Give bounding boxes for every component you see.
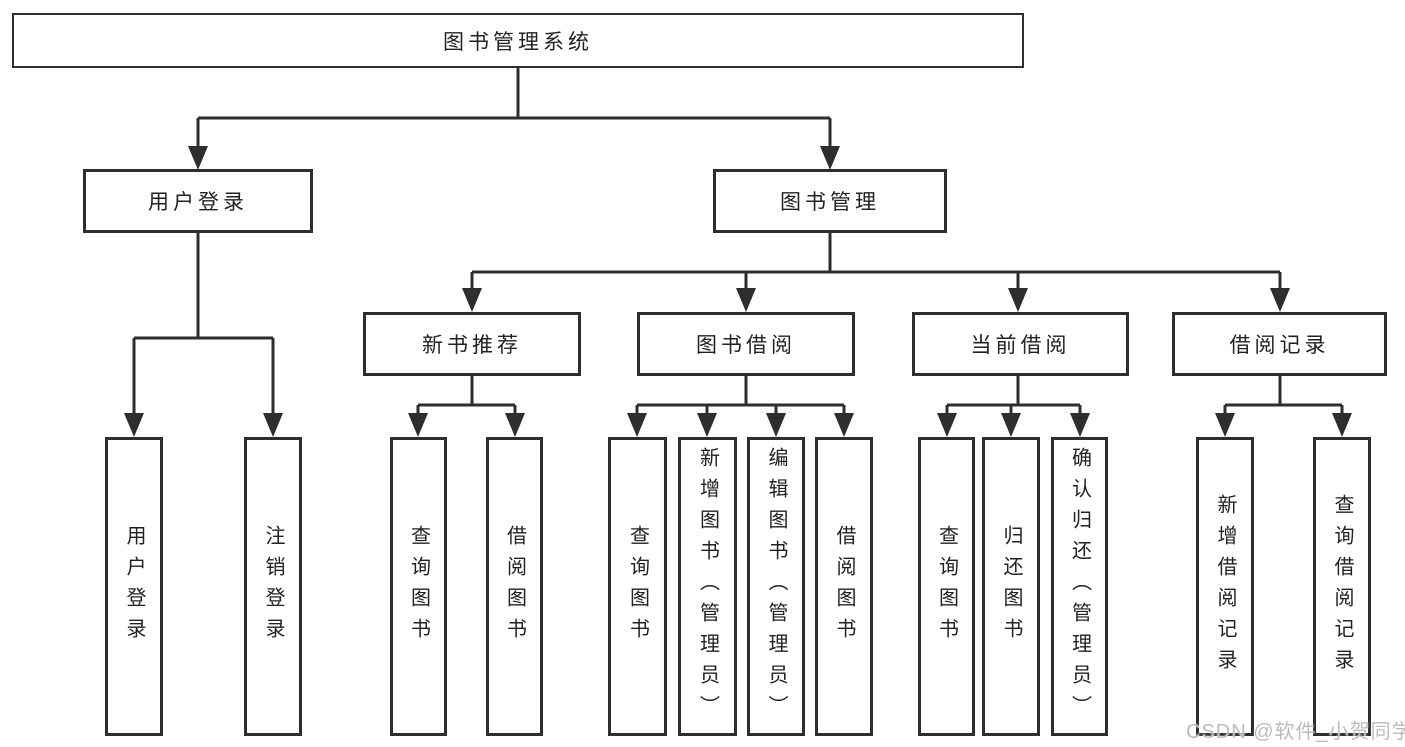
- leaf-recommend-query-books: 查询图书: [390, 437, 447, 736]
- leaf-logout-label: 注销登录: [262, 524, 284, 649]
- leaf-current-query-books: 查询图书: [918, 437, 975, 736]
- leaf-confirm-return-admin: 确认归还（管理员）: [1051, 437, 1108, 736]
- leaf-add-books-admin-label: 新增图书（管理员）: [696, 447, 719, 726]
- leaf-borrow-books: 借阅图书: [815, 437, 873, 736]
- leaf-add-borrow-record: 新增借阅记录: [1196, 437, 1254, 736]
- leaf-recommend-query-books-label: 查询图书: [407, 524, 430, 649]
- node-system-root: 图书管理系统: [12, 13, 1024, 68]
- leaf-borrow-books-label: 借阅图书: [833, 524, 855, 649]
- watermark: CSDN @软件_小贺同学: [1186, 721, 1405, 743]
- node-user-login-group-label: 用户登录: [148, 191, 248, 214]
- leaf-logout: 注销登录: [244, 437, 302, 736]
- leaf-query-borrow-record-label: 查询借阅记录: [1331, 493, 1353, 680]
- node-user-login-group: 用户登录: [83, 169, 313, 233]
- node-book-borrow: 图书借阅: [637, 312, 855, 376]
- node-current-borrow: 当前借阅: [912, 312, 1129, 376]
- node-book-management: 图书管理: [713, 169, 947, 233]
- node-current-borrow-label: 当前借阅: [970, 334, 1071, 357]
- leaf-confirm-return-admin-label: 确认归还（管理员）: [1068, 447, 1091, 726]
- leaf-recommend-borrow-books: 借阅图书: [486, 437, 543, 736]
- leaf-edit-books-admin-label: 编辑图书（管理员）: [765, 447, 787, 726]
- leaf-add-books-admin: 新增图书（管理员）: [678, 437, 737, 736]
- leaf-return-books: 归还图书: [982, 437, 1040, 736]
- leaf-user-login: 用户登录: [105, 437, 163, 736]
- leaf-edit-books-admin: 编辑图书（管理员）: [747, 437, 805, 736]
- node-system-root-label: 图书管理系统: [443, 30, 593, 54]
- node-new-book-recommend-label: 新书推荐: [422, 334, 522, 357]
- node-book-borrow-label: 图书借阅: [696, 334, 796, 357]
- leaf-borrow-query-books: 查询图书: [608, 437, 667, 736]
- arrowheads: [124, 146, 1352, 437]
- leaf-current-query-books-label: 查询图书: [935, 524, 958, 649]
- node-new-book-recommend: 新书推荐: [363, 312, 581, 376]
- leaf-add-borrow-record-label: 新增借阅记录: [1214, 493, 1236, 680]
- leaf-return-books-label: 归还图书: [1000, 524, 1022, 649]
- leaf-query-borrow-record: 查询借阅记录: [1313, 437, 1371, 736]
- node-borrow-records: 借阅记录: [1172, 312, 1387, 376]
- leaf-user-login-label: 用户登录: [123, 524, 145, 649]
- leaf-borrow-query-books-label: 查询图书: [626, 524, 649, 649]
- node-book-management-label: 图书管理: [780, 191, 880, 214]
- node-borrow-records-label: 借阅记录: [1229, 334, 1330, 357]
- leaf-recommend-borrow-books-label: 借阅图书: [503, 524, 526, 649]
